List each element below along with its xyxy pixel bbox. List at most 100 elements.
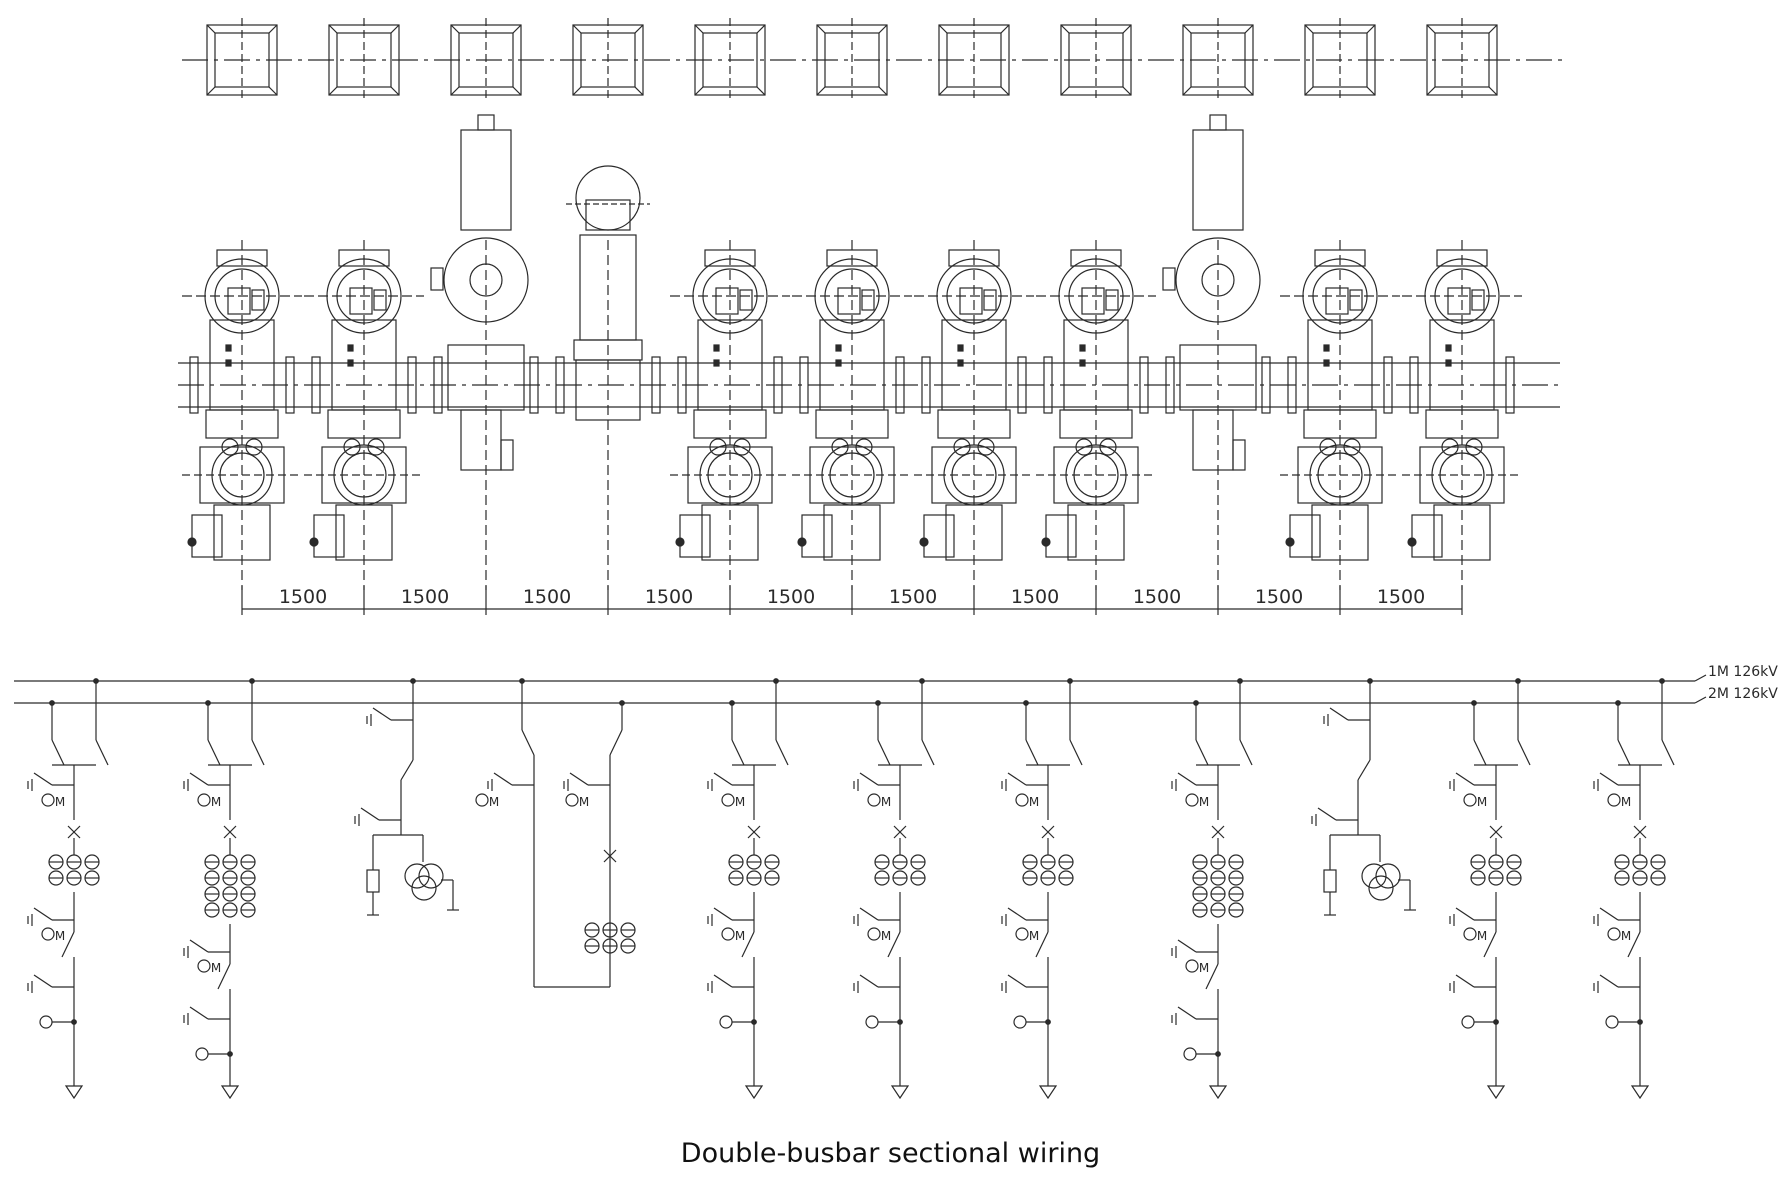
earth-switch-blade [569, 772, 589, 786]
indicator-2 [1323, 359, 1330, 367]
bus-flange-left [189, 356, 199, 414]
local-control-box [679, 514, 711, 558]
busbar-label-1M: 1M 126kV [1708, 664, 1778, 680]
bus-flange-left [921, 356, 931, 414]
plan-tank-bevel [1366, 24, 1376, 34]
plan-tank-bevel [206, 86, 216, 96]
cable-terminal-symbol [220, 1085, 240, 1100]
bus-disconnector-1M [1517, 739, 1531, 766]
vt-lower-tank [460, 409, 502, 471]
vt-side-box [430, 267, 444, 291]
bus-disconnector-1M [1239, 739, 1253, 766]
front-bay-3 [430, 114, 539, 590]
plan-bay-3 [450, 18, 522, 102]
plan-tank-bevel [1060, 24, 1070, 34]
plan-tank-bevel [938, 86, 948, 96]
disconnector-cap [704, 249, 756, 267]
motor-label: M [735, 929, 745, 943]
bus-disconnector-2M [1617, 739, 1631, 766]
plan-tank-bevel [694, 24, 704, 34]
voltage-indicator-lamp [1461, 1015, 1475, 1029]
bus-disconnector-2M [207, 739, 221, 766]
plan-tank-bevel [512, 24, 522, 34]
bus-disconnector-2M [1473, 739, 1487, 766]
earth-switch-blade [33, 772, 53, 786]
motor-symbol [1607, 793, 1621, 807]
voltage-indicator-lamp [1183, 1047, 1197, 1061]
cable-terminal-symbol [1486, 1085, 1506, 1100]
earth-switch-blade [33, 907, 53, 921]
line-disconnector [61, 931, 75, 958]
earth-switch-blade [1007, 907, 1027, 921]
dimension-label-7: 1500 [1011, 586, 1059, 608]
plan-tank-bevel [816, 24, 826, 34]
vt-top-cap [477, 114, 495, 131]
earth-switch-blade [1177, 772, 1197, 786]
bus-disconnector-2M [731, 739, 745, 766]
motor-symbol [1185, 793, 1199, 807]
coupler-disconnector-1M [521, 729, 535, 756]
motor-symbol [41, 927, 55, 941]
disconnector-cap [1436, 249, 1488, 267]
indicator-1 [225, 344, 232, 352]
cable-terminal-symbol [1208, 1085, 1228, 1100]
mechanism-handle [861, 289, 875, 311]
ct-support [1059, 409, 1133, 439]
bus-flange-left [677, 356, 687, 414]
indicator-1 [1445, 344, 1452, 352]
motor-label: M [1199, 961, 1209, 975]
plan-tank-bevel [1426, 24, 1436, 34]
junction-dot [93, 678, 99, 684]
plan-tank-bevel [1488, 24, 1498, 34]
motor-symbol [475, 793, 489, 807]
sld-bay-9 [1311, 678, 1416, 916]
plan-tank-bevel [634, 86, 644, 96]
earth-switch-blade [859, 974, 879, 988]
plan-tank-bevel [756, 86, 766, 96]
bus-flange-left [1165, 356, 1175, 414]
earth-switch-blade [189, 1006, 209, 1020]
earth-switch-blade [1007, 772, 1027, 786]
earth-switch-blade [1455, 772, 1475, 786]
motor-label: M [1199, 795, 1209, 809]
operating-mechanism [959, 287, 983, 315]
junction-dot [919, 678, 925, 684]
plan-tank-bevel [1000, 24, 1010, 34]
plan-bay-7 [938, 18, 1010, 102]
cable-terminal-symbol [890, 1085, 910, 1100]
plan-tank-bevel [1182, 24, 1192, 34]
junction-dot [897, 1019, 903, 1025]
front-elevation-view [178, 114, 1560, 590]
bus-disconnector-2M [877, 739, 891, 766]
circuit-breaker-x2 [747, 825, 761, 839]
ct-support [815, 409, 889, 439]
bus-flange-right [407, 356, 417, 414]
cable-terminal-symbol [1038, 1085, 1058, 1100]
motor-symbol [867, 927, 881, 941]
indicator-1 [713, 344, 720, 352]
plan-tank-bevel [1426, 86, 1436, 96]
indicator-1 [957, 344, 964, 352]
line-disconnector [1205, 963, 1219, 990]
surge-arrester [366, 869, 380, 893]
control-knob [797, 537, 807, 547]
local-control-box [313, 514, 345, 558]
plan-tank-bevel [572, 24, 582, 34]
motor-label: M [881, 929, 891, 943]
plan-bay-8 [1060, 18, 1132, 102]
earth-switch-blade [189, 772, 209, 786]
bus-disconnector-2M [1195, 739, 1209, 766]
plan-tank-bevel [1304, 86, 1314, 96]
dimension-label-5: 1500 [767, 586, 815, 608]
indicator-1 [835, 344, 842, 352]
motor-symbol [721, 793, 735, 807]
plan-bay-9 [1182, 18, 1254, 102]
dimension-label-3: 1500 [523, 586, 571, 608]
motor-symbol [197, 959, 211, 973]
control-knob [1041, 537, 1051, 547]
vt-lower-box [1232, 439, 1246, 471]
bus-disconnector-1M [921, 739, 935, 766]
bus-flange-right [529, 356, 539, 414]
plan-tank-bevel [938, 24, 948, 34]
